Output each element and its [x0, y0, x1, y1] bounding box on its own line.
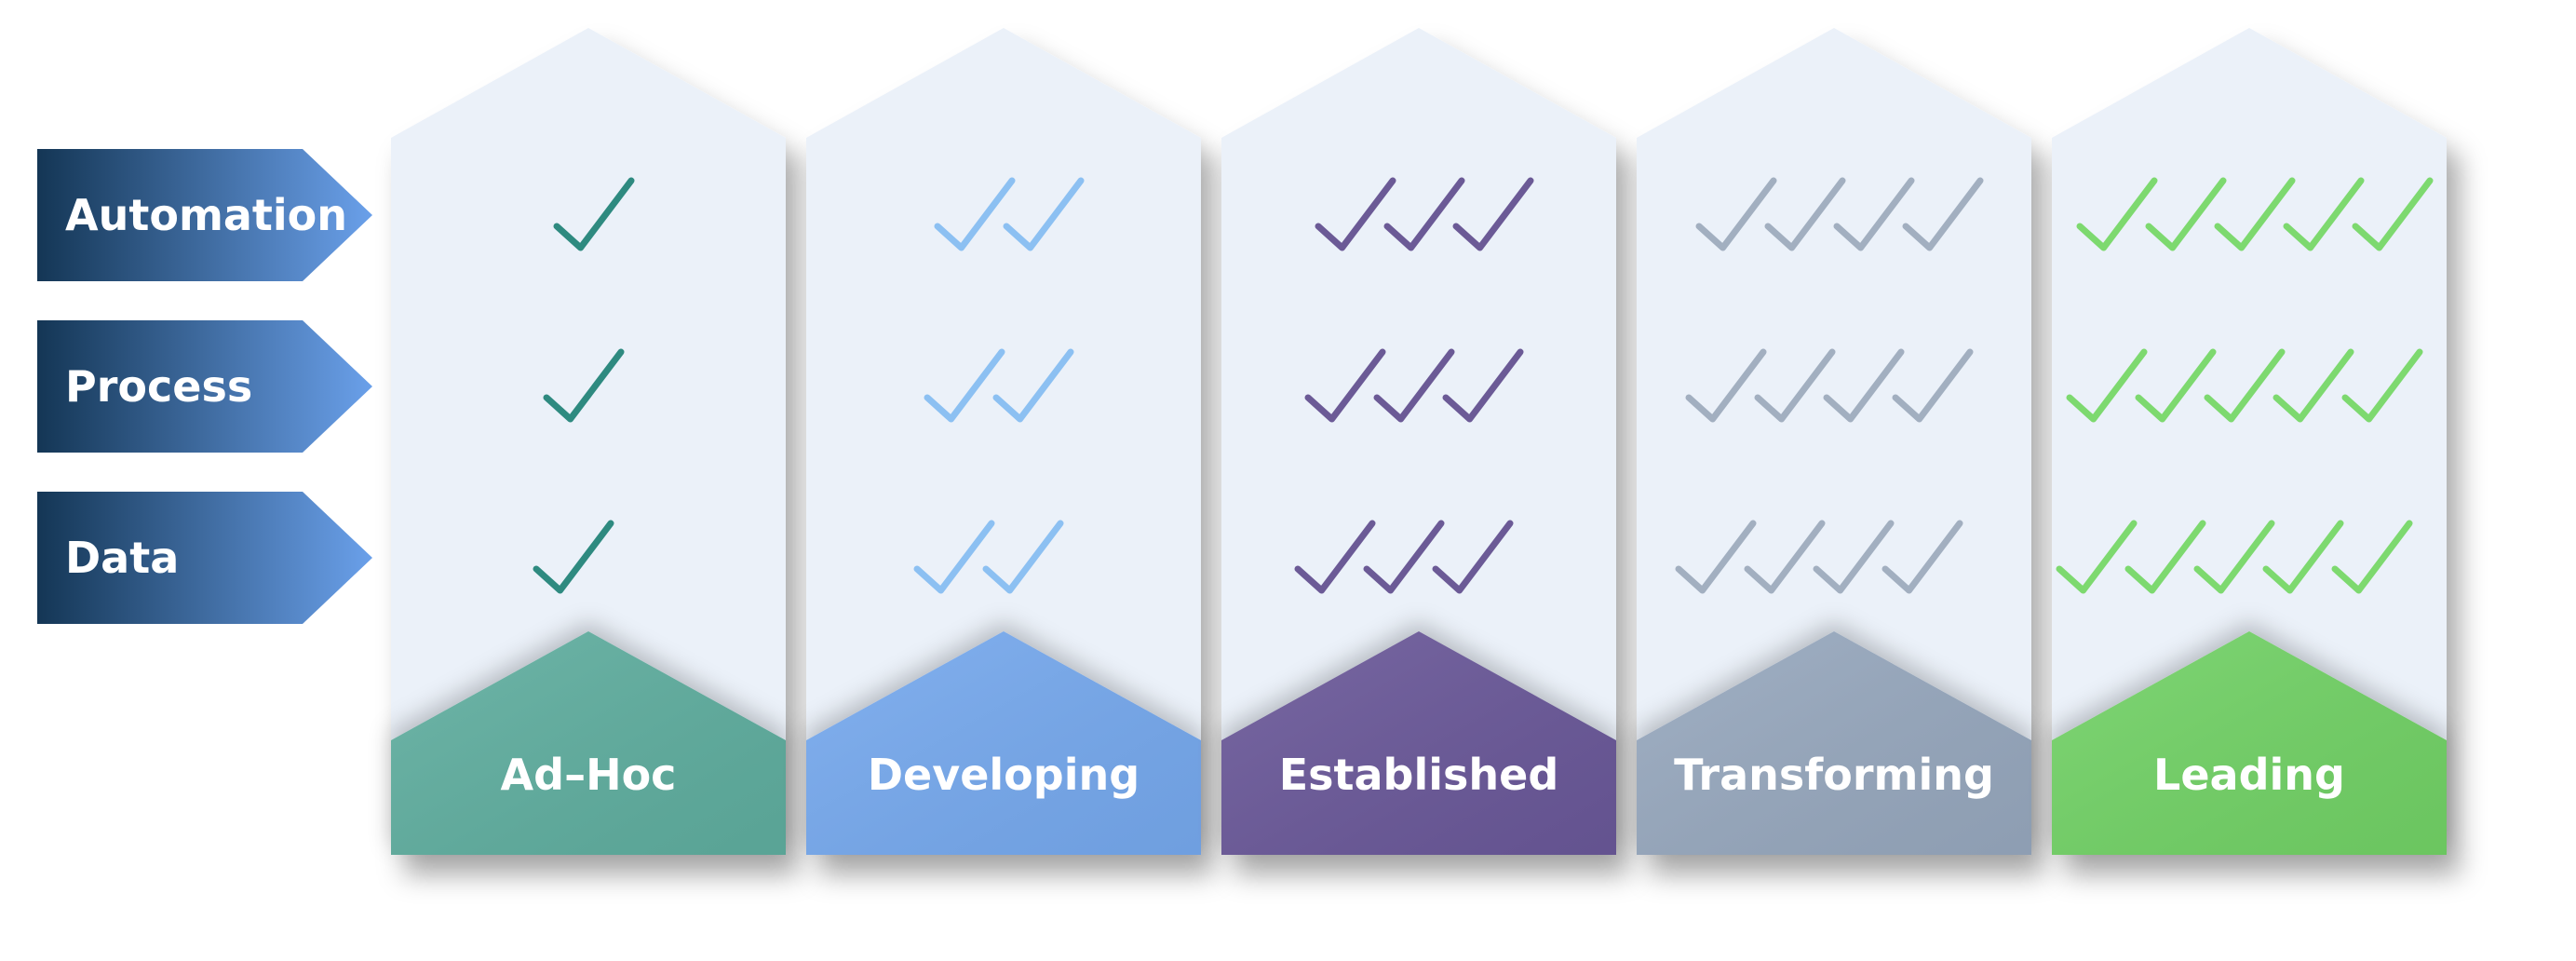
check-icon — [982, 520, 1064, 594]
level-column-transforming: Transforming — [1637, 28, 2031, 855]
check-icon — [1695, 177, 1777, 251]
check-icon — [1304, 348, 1386, 423]
level-label: Established — [1279, 750, 1559, 800]
checks-data — [1294, 520, 1514, 594]
check-icon — [1294, 520, 1376, 594]
check-icon — [1881, 520, 1963, 594]
check-icon — [2076, 177, 2158, 251]
badge-sheen — [391, 631, 786, 855]
check-icon — [2145, 177, 2227, 251]
check-icon — [1892, 348, 1974, 423]
check-icon — [2331, 520, 2413, 594]
row-label-data: Data — [37, 492, 372, 624]
check-icon — [2341, 348, 2423, 423]
row-arrow-shape — [37, 492, 372, 624]
row-label-text: Automation — [65, 190, 347, 240]
checks-data — [913, 520, 1064, 594]
checks-automation — [1695, 177, 1984, 251]
check-icon — [2124, 520, 2206, 594]
level-card — [391, 28, 786, 855]
check-icon — [1432, 520, 1514, 594]
checks-automation — [2076, 177, 2434, 251]
badge-sheen — [1221, 631, 1616, 855]
level-columns: Ad–Hoc Developing Established Transforming L… — [391, 28, 2447, 855]
level-label: Developing — [868, 750, 1140, 800]
level-card — [806, 28, 1201, 855]
check-icon — [924, 348, 1005, 423]
check-icon — [1363, 520, 1445, 594]
level-badge-transforming: Transforming — [1637, 631, 2031, 855]
check-icon — [1675, 520, 1757, 594]
check-icon — [1383, 177, 1465, 251]
check-icon — [2066, 348, 2148, 423]
check-icon — [1373, 348, 1455, 423]
checks-process — [1304, 348, 1524, 423]
row-label-process: Process — [37, 320, 372, 453]
check-icon — [543, 348, 625, 423]
level-label: Transforming — [1674, 750, 1994, 800]
check-icon — [1754, 348, 1836, 423]
check-icon — [533, 520, 614, 594]
checks-process — [924, 348, 1074, 423]
check-icon — [1823, 348, 1905, 423]
check-icon — [1452, 177, 1534, 251]
level-badge-leading: Leading — [2052, 631, 2447, 855]
level-column-ad-hoc: Ad–Hoc — [391, 28, 786, 855]
checks-automation — [553, 177, 635, 251]
check-icon — [1764, 177, 1846, 251]
check-icon — [934, 177, 1016, 251]
check-icon — [913, 520, 995, 594]
level-badge-developing: Developing — [806, 631, 1201, 855]
badge-sheen — [806, 631, 1201, 855]
check-icon — [2056, 520, 2138, 594]
level-column-leading: Leading — [2052, 28, 2447, 855]
row-arrow-shape — [37, 320, 372, 453]
check-icon — [1833, 177, 1915, 251]
badge-sheen — [1637, 631, 2031, 855]
check-icon — [1003, 177, 1085, 251]
check-icon — [992, 348, 1074, 423]
check-icon — [2273, 348, 2354, 423]
badge-sheen — [2052, 631, 2447, 855]
check-icon — [1315, 177, 1396, 251]
row-arrow-shape — [37, 149, 372, 281]
check-icon — [2204, 348, 2286, 423]
level-label: Leading — [2153, 750, 2345, 800]
row-label-text: Process — [65, 361, 252, 412]
check-icon — [2262, 520, 2344, 594]
level-label: Ad–Hoc — [501, 750, 677, 800]
check-icon — [2193, 520, 2275, 594]
level-column-established: Established — [1221, 28, 1616, 855]
level-card — [1221, 28, 1616, 855]
checks-process — [1685, 348, 1974, 423]
check-icon — [553, 177, 635, 251]
check-icon — [2283, 177, 2365, 251]
check-icon — [2214, 177, 2296, 251]
checks-data — [2056, 520, 2413, 594]
check-icon — [2135, 348, 2217, 423]
check-icon — [1813, 520, 1895, 594]
check-icon — [1902, 177, 1984, 251]
checks-data — [1675, 520, 1963, 594]
check-icon — [1744, 520, 1826, 594]
level-badge-ad-hoc: Ad–Hoc — [391, 631, 786, 855]
checks-process — [2066, 348, 2423, 423]
checks-data — [533, 520, 614, 594]
check-icon — [2352, 177, 2434, 251]
level-badge-established: Established — [1221, 631, 1616, 855]
level-card — [2052, 28, 2447, 855]
row-label-automation: Automation — [37, 149, 372, 281]
check-icon — [1442, 348, 1524, 423]
check-icon — [1685, 348, 1767, 423]
checks-automation — [934, 177, 1085, 251]
checks-automation — [1315, 177, 1534, 251]
level-column-developing: Developing — [806, 28, 1201, 855]
checks-process — [543, 348, 625, 423]
row-label-text: Data — [65, 533, 179, 583]
